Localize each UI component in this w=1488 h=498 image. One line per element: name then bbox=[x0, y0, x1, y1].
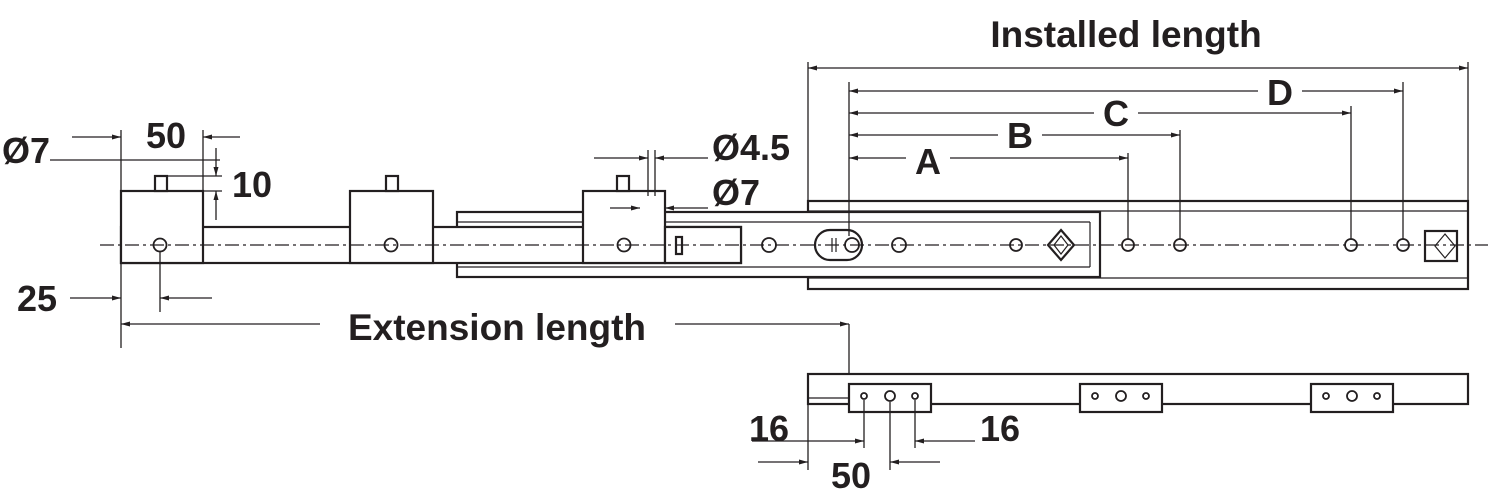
dim-d-label: D bbox=[1267, 72, 1293, 113]
hole bbox=[1142, 392, 1150, 400]
dim-50-top-label: 50 bbox=[146, 115, 186, 156]
runner-dimensions: Installed length D C B A Ø7 50 10 bbox=[2, 14, 1469, 384]
dim-b-label: B bbox=[1007, 115, 1033, 156]
dim-16-left-label: 16 bbox=[749, 408, 789, 449]
extension-length-label: Extension length bbox=[348, 307, 646, 348]
hole bbox=[1373, 392, 1381, 400]
dim-c-label: C bbox=[1103, 93, 1129, 134]
dim-a-label: A bbox=[915, 141, 941, 182]
dim-10-label: 10 bbox=[232, 164, 272, 205]
dia45-label: Ø4.5 bbox=[712, 127, 790, 168]
runner-side-view bbox=[100, 174, 1488, 291]
dia7-mid-label: Ø7 bbox=[712, 172, 760, 213]
front-bracket bbox=[119, 189, 205, 265]
hole bbox=[1115, 390, 1127, 402]
dim-50-bottom-label: 50 bbox=[831, 455, 871, 496]
runner-top-view bbox=[806, 372, 1470, 414]
dim-25-label: 25 bbox=[17, 278, 57, 319]
hole bbox=[884, 390, 896, 402]
bracket-dimensions: 16 16 50 bbox=[749, 400, 1020, 496]
dim-16-right-label: 16 bbox=[980, 408, 1020, 449]
middle-peg bbox=[384, 174, 400, 193]
hole bbox=[911, 392, 919, 400]
hole bbox=[1322, 392, 1330, 400]
dia7-left-label: Ø7 bbox=[2, 130, 50, 171]
hole bbox=[1346, 390, 1358, 402]
installed-length-label: Installed length bbox=[990, 14, 1261, 55]
hole bbox=[1091, 392, 1099, 400]
hole bbox=[860, 392, 868, 400]
front-peg bbox=[153, 174, 169, 193]
end-stop bbox=[1423, 229, 1459, 263]
rear-peg bbox=[615, 174, 631, 193]
